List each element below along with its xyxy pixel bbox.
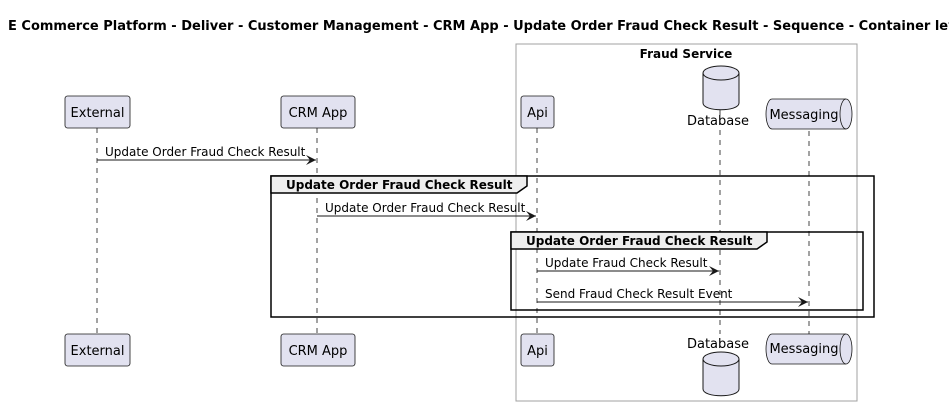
message-2-label: Update Order Fraud Check Result xyxy=(325,201,526,215)
message-2: Update Order Fraud Check Result xyxy=(317,201,536,221)
participant-api-bottom: Api xyxy=(520,333,555,367)
participant-database-label: Database xyxy=(687,337,749,352)
group-outer-label: Update Order Fraud Check Result xyxy=(286,178,513,192)
participant-messaging-label: Messaging xyxy=(769,108,838,123)
message-1-label: Update Order Fraud Check Result xyxy=(105,145,306,159)
participant-messaging-bottom: Messaging xyxy=(765,333,853,365)
participant-external-label: External xyxy=(71,106,125,121)
queue-icon xyxy=(765,98,853,130)
participant-database-label: Database xyxy=(687,114,749,129)
participant-messaging-label: Messaging xyxy=(769,342,838,357)
participant-external-top: External xyxy=(64,95,131,129)
participant-crm-app-top: CRM App xyxy=(280,95,356,129)
participant-api-label: Api xyxy=(527,106,548,121)
group-inner-label: Update Order Fraud Check Result xyxy=(526,234,753,248)
participant-api-label: Api xyxy=(527,344,548,359)
participant-external-bottom: External xyxy=(64,333,131,367)
message-3-label: Update Fraud Check Result xyxy=(545,256,708,270)
diagram-title: E Commerce Platform - Deliver - Customer… xyxy=(8,19,949,34)
participant-crm-app-label: CRM App xyxy=(289,106,348,121)
participant-api-top: Api xyxy=(520,95,555,129)
participant-database-top: Database xyxy=(687,65,749,129)
message-4: Send Fraud Check Result Event xyxy=(537,287,808,307)
message-3: Update Fraud Check Result xyxy=(537,256,719,276)
participant-external-label: External xyxy=(71,344,125,359)
database-icon xyxy=(702,351,740,397)
group-inner: Update Order Fraud Check Result xyxy=(510,231,864,311)
fraud-service-label: Fraud Service xyxy=(640,47,733,61)
database-icon xyxy=(702,65,740,111)
queue-icon xyxy=(765,333,853,365)
message-4-label: Send Fraud Check Result Event xyxy=(545,287,733,301)
participant-database-bottom: Database xyxy=(687,337,749,397)
group-outer: Update Order Fraud Check Result xyxy=(270,175,875,318)
message-1: Update Order Fraud Check Result xyxy=(97,145,316,165)
participant-crm-app-bottom: CRM App xyxy=(280,333,356,367)
participant-crm-app-label: CRM App xyxy=(289,344,348,359)
participant-messaging-top: Messaging xyxy=(765,98,853,130)
